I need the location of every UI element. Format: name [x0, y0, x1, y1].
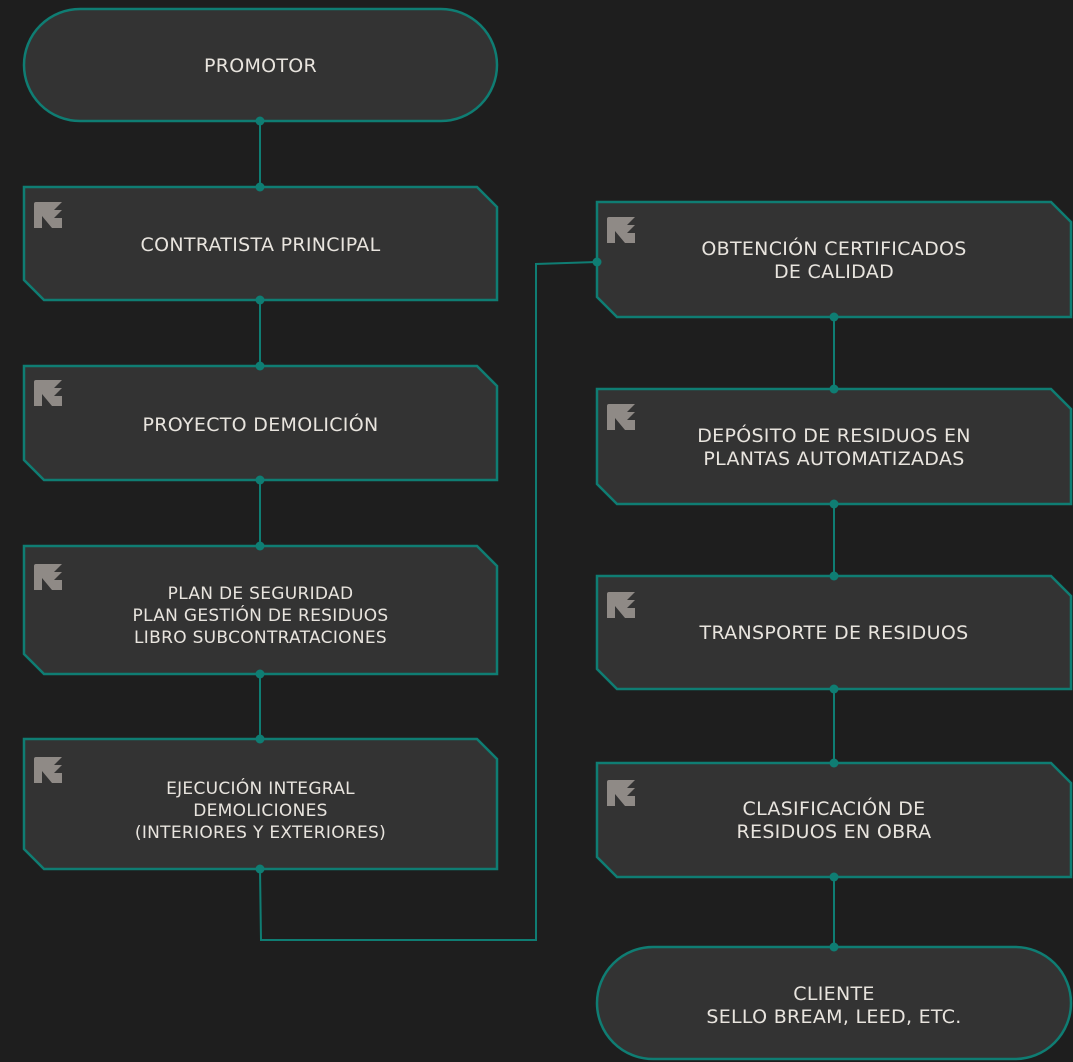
connector-dots	[255, 116, 839, 952]
connector-dot	[255, 734, 265, 744]
connector-dot	[829, 684, 839, 694]
connector-dot	[255, 541, 265, 551]
node-clasificacion	[595, 761, 1073, 879]
connector-line	[259, 261, 598, 941]
node-ejecucion	[22, 737, 499, 871]
node-contratista	[22, 185, 499, 302]
node-obtencion	[595, 200, 1073, 319]
node-transporte	[595, 574, 1073, 691]
connector-dot	[829, 384, 839, 394]
connector-dot	[255, 864, 265, 874]
brand-arrow-icon	[34, 757, 62, 783]
brand-arrow-icon	[607, 592, 635, 618]
connector-dot	[592, 257, 602, 267]
brand-arrow-icon	[607, 780, 635, 806]
brand-arrow-icon	[34, 202, 62, 228]
node-plan	[22, 544, 499, 676]
connector-dot	[829, 872, 839, 882]
connector-dot	[829, 499, 839, 509]
node-proyecto	[22, 364, 499, 482]
connector-dot	[255, 182, 265, 192]
connector-dot	[255, 116, 265, 126]
connector-dot	[255, 669, 265, 679]
connector-dot	[255, 475, 265, 485]
node-promotor	[22, 7, 499, 123]
connector-dot	[255, 361, 265, 371]
connectors	[259, 121, 835, 947]
brand-arrow-icon	[34, 380, 62, 406]
shapes	[22, 7, 1073, 1061]
connector-dot	[829, 571, 839, 581]
node-cliente	[595, 945, 1073, 1061]
node-deposito	[595, 387, 1073, 506]
brand-arrow-icon	[607, 404, 635, 430]
brand-arrow-icon	[607, 217, 635, 243]
brand-arrow-icon	[34, 564, 62, 590]
connector-dot	[829, 312, 839, 322]
connector-dot	[255, 295, 265, 305]
connector-dot	[829, 942, 839, 952]
connector-dot	[829, 758, 839, 768]
